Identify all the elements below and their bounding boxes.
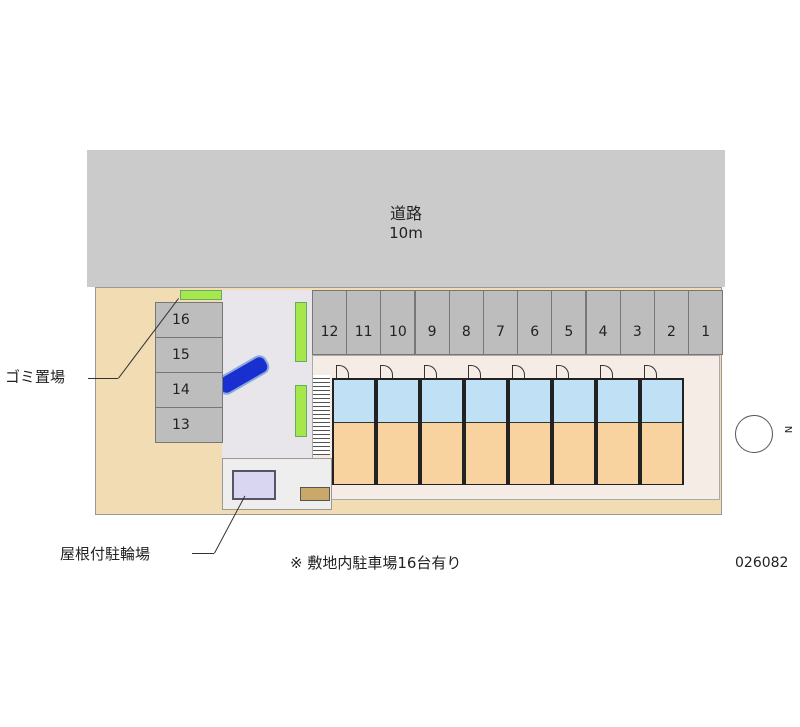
parking-space-10: 10	[380, 290, 416, 355]
property-code: 026082	[735, 555, 789, 571]
bicycle-label: 屋根付駐輪場	[60, 545, 151, 563]
apartment-unit	[552, 378, 596, 485]
door-icon	[336, 365, 349, 378]
parking-space-5: 5	[551, 290, 587, 355]
wet-area	[334, 380, 374, 423]
room	[466, 423, 506, 484]
parking-note: ※ 敷地内駐車場16台有り	[290, 554, 462, 572]
apartment-unit	[596, 378, 640, 485]
leader-line	[88, 378, 118, 379]
room	[642, 423, 682, 484]
wet-area	[422, 380, 462, 423]
door-icon	[468, 365, 481, 378]
room	[510, 423, 550, 484]
door-icon	[380, 365, 393, 378]
parking-space-12: 12	[312, 290, 347, 355]
apartment-unit	[508, 378, 552, 485]
parking-space-7: 7	[483, 290, 518, 355]
wet-area	[466, 380, 506, 423]
apartment-unit	[640, 378, 684, 485]
room	[378, 423, 418, 484]
compass-icon	[735, 415, 773, 453]
parking-space-16: 16	[155, 302, 223, 338]
door-icon	[600, 365, 613, 378]
compass-north: N	[782, 425, 794, 434]
planting	[295, 385, 307, 437]
bicycle-shelter	[232, 470, 276, 500]
room	[598, 423, 638, 484]
door-icon	[556, 365, 569, 378]
room	[334, 423, 374, 484]
apartment-unit	[420, 378, 464, 485]
parking-space-13: 13	[155, 407, 223, 443]
road-name: 道路	[389, 204, 422, 223]
parking-space-6: 6	[517, 290, 553, 355]
planting	[180, 290, 222, 300]
parking-space-15: 15	[155, 337, 223, 373]
planting	[295, 302, 307, 362]
parking-space-3: 3	[619, 290, 655, 355]
wet-area	[642, 380, 682, 423]
garbage-bin	[300, 487, 330, 501]
parking-space-4: 4	[585, 290, 621, 355]
parking-space-8: 8	[448, 290, 484, 355]
door-icon	[512, 365, 525, 378]
wet-area	[554, 380, 594, 423]
parking-space-11: 11	[346, 290, 382, 355]
door-icon	[644, 365, 657, 378]
stairs	[313, 375, 330, 455]
garbage-label: ゴミ置場	[5, 368, 66, 386]
wet-area	[598, 380, 638, 423]
parking-space-1: 1	[688, 290, 724, 355]
parking-space-9: 9	[414, 290, 450, 355]
road: 道路 10m	[87, 150, 725, 287]
apartment-unit	[464, 378, 508, 485]
leader-line	[192, 553, 214, 554]
road-width: 10m	[389, 224, 423, 242]
parking-space-14: 14	[155, 372, 223, 408]
parking-space-2: 2	[654, 290, 689, 355]
room	[422, 423, 462, 484]
wet-area	[510, 380, 550, 423]
wet-area	[378, 380, 418, 423]
door-icon	[424, 365, 437, 378]
apartment-unit	[332, 378, 376, 485]
room	[554, 423, 594, 484]
apartment-unit	[376, 378, 420, 485]
